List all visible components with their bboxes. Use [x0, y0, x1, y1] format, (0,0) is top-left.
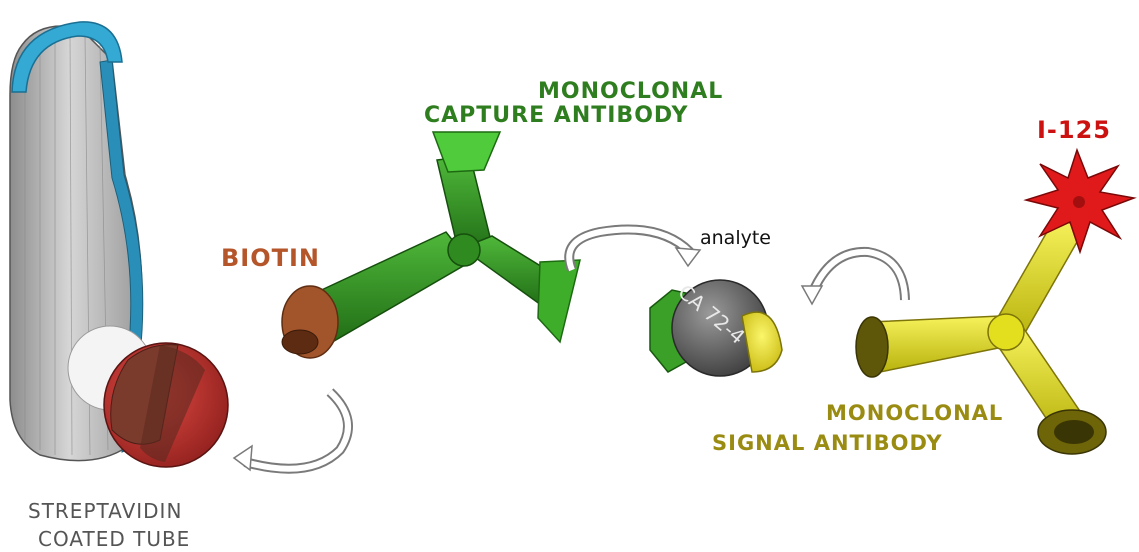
analyte-label: analyte — [700, 227, 771, 249]
capture-antibody — [300, 132, 580, 348]
signal-label-line2: SIGNAL ANTIBODY — [712, 431, 943, 455]
capture-label-line2: CAPTURE ANTIBODY — [424, 103, 689, 128]
capture-label-line1: MONOCLONAL — [538, 79, 723, 104]
streptavidin-sphere — [104, 343, 228, 467]
tube-label-line1: STREPTAVIDIN — [28, 499, 182, 523]
iodine-label: I-125 — [1037, 116, 1111, 144]
biotin-label: BIOTIN — [221, 244, 320, 272]
iodine-star-icon — [1026, 150, 1134, 252]
curved-arrow-2 — [569, 230, 700, 271]
biotin-cap — [282, 286, 338, 358]
curved-arrow-3 — [802, 252, 905, 304]
signal-label-line1: MONOCLONAL — [826, 401, 1003, 425]
tube-label-line2: COATED TUBE — [38, 527, 190, 551]
curved-arrow-1 — [234, 392, 348, 470]
